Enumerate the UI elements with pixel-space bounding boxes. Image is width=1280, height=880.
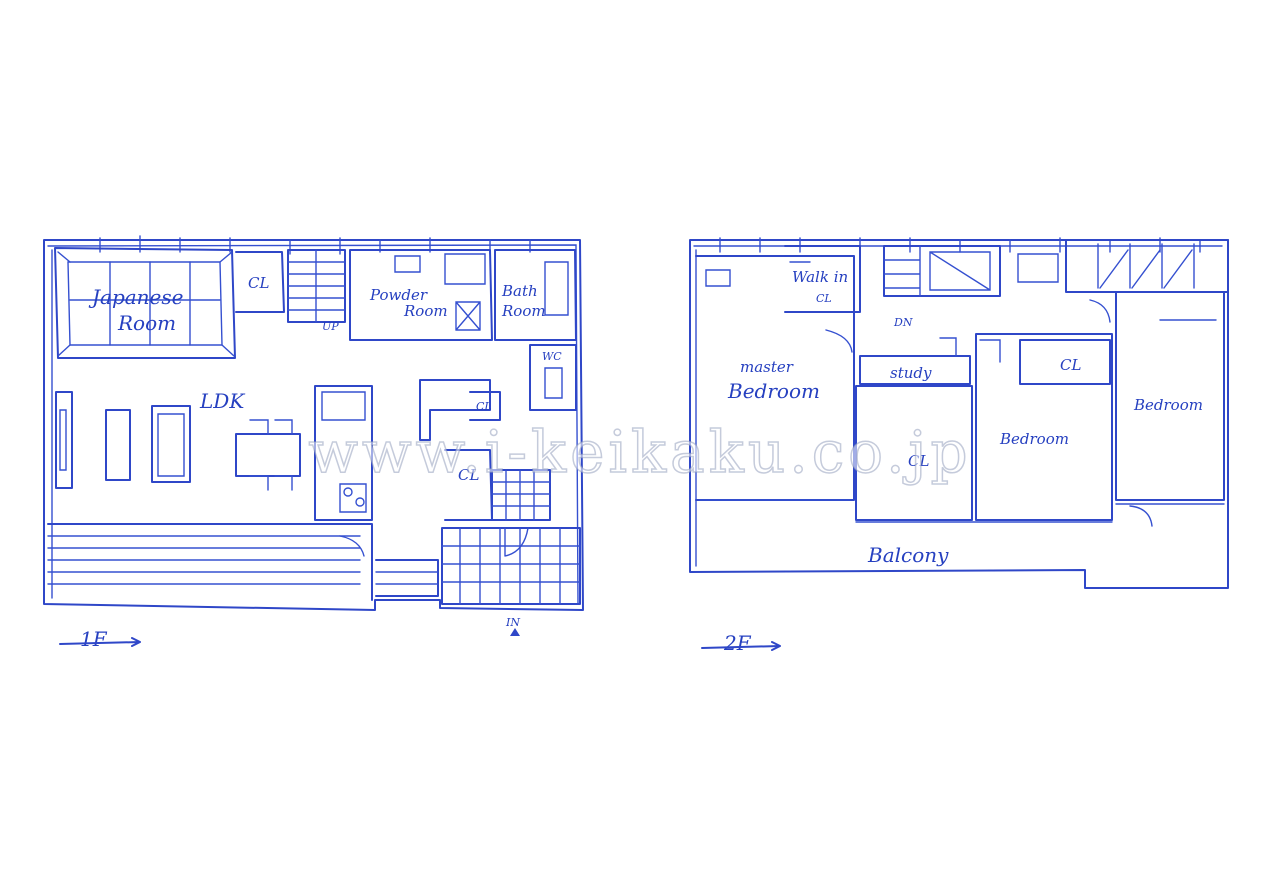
floor-plan-1f: Japanese Room CL UP Powder Room Bath Roo… [43, 235, 584, 651]
terrace-deck [47, 523, 439, 601]
closet-label-entry: CL [458, 466, 479, 484]
entrance-label: IN [505, 616, 520, 629]
closet-label-2f-left: CL [908, 452, 929, 470]
stairs-1f [287, 249, 346, 323]
stairs-2f [883, 245, 1001, 297]
floor-label-2f-text: 2F [723, 631, 752, 655]
bedroom-right-label: Bedroom [1133, 396, 1203, 414]
closet-label-2f-center: CL [1060, 356, 1081, 374]
master-label-line1: master [740, 358, 794, 376]
balcony [699, 499, 1225, 523]
japanese-room-label: Japanese Room [88, 285, 183, 335]
study-label: study [890, 364, 932, 382]
balcony-label: Balcony [867, 543, 949, 567]
powder-room [349, 249, 493, 341]
bedroom-right [1089, 291, 1225, 527]
floor-label-1f: 1F [59, 627, 141, 651]
japanese-label-line1: Japanese [88, 285, 183, 309]
floor-label-2f: 2F [701, 631, 781, 655]
wc-1f [529, 344, 577, 411]
ldk [55, 379, 491, 521]
entrance-hall [441, 469, 581, 605]
bath-label-line2: Room [501, 302, 546, 320]
bath-room [494, 249, 577, 341]
stairs-up-label: UP [322, 320, 339, 333]
japanese-label-line2: Room [117, 311, 176, 335]
stairs-down-label: DN [893, 316, 913, 329]
closet-label: CL [248, 274, 269, 292]
study-room [859, 337, 971, 385]
japanese-room [54, 247, 236, 359]
powder-label-line1: Powder [369, 286, 428, 304]
master-label-line2: Bedroom [727, 379, 820, 403]
wc-label: WC [542, 350, 562, 363]
bath-label-line1: Bath [501, 282, 538, 300]
floor-plan-2f: Walk in CL DN master Bedroom study CL CL… [689, 237, 1229, 655]
bedroom-center-label: Bedroom [999, 430, 1069, 448]
ldk-label: LDK [199, 389, 245, 413]
floor-label-1f-text: 1F [80, 627, 108, 651]
closet-label-mid: CL [476, 400, 492, 413]
powder-label-line2: Room [403, 302, 448, 320]
bedroom-center [975, 333, 1113, 521]
walkin-label-line2: CL [816, 292, 832, 305]
walkin-label-line1: Walk in [792, 268, 848, 286]
